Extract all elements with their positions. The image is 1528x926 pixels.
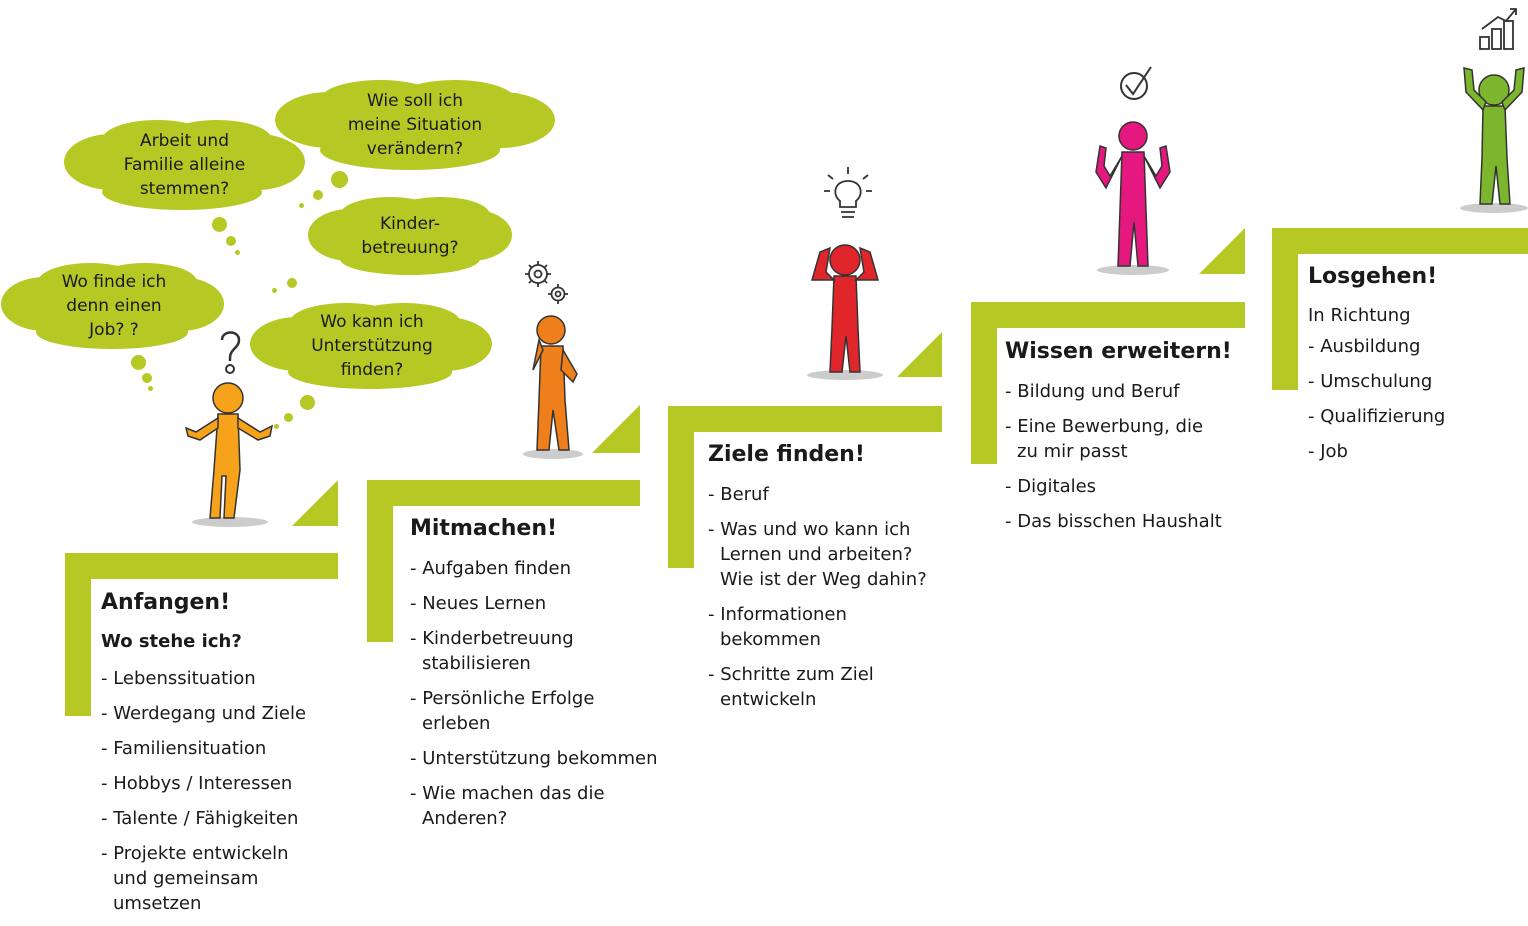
step-item-list: - Lebenssituation - Werdegang und Ziele - … — [101, 666, 341, 926]
step-bar — [367, 480, 640, 506]
step-item-list: - Aufgaben finden - Neues Lernen - Kinderb… — [410, 556, 685, 841]
step-item: - Was und wo kann ich Lernen und arbeite… — [708, 519, 927, 590]
step-title: Losgehen! — [1308, 264, 1438, 289]
thought-cloud: Wo kann ich Unterstützung finden? — [248, 302, 496, 390]
step-item: - Aufgaben finden — [410, 558, 572, 579]
step-title: Anfangen! — [101, 590, 231, 615]
step-item: - Schritte zum Ziel entwickeln — [708, 664, 874, 710]
step-item: - Das bisschen Haushalt — [1005, 511, 1222, 532]
bar-chart-icon — [1479, 8, 1517, 50]
step-item: - Umschulung — [1308, 371, 1433, 392]
thinking-figure — [523, 315, 583, 459]
cloud-text: Wo kann ich Unterstützung finden? — [311, 312, 433, 380]
step-bar — [1272, 228, 1528, 254]
step-arrow — [292, 480, 338, 526]
shrugging-figure — [184, 382, 274, 527]
step-bar — [668, 406, 694, 568]
gears-icon — [525, 261, 568, 304]
step-arrow — [592, 405, 640, 453]
checkmark-icon — [1120, 66, 1152, 100]
step-item: - Kinderbetreuung stabilisieren — [410, 628, 574, 674]
thought-cloud: Wie soll ich meine Situation verändern? — [270, 80, 560, 170]
step-item: - Projekte entwickeln und gemeinsam umse… — [101, 843, 289, 914]
step-item: - Ausbildung — [1308, 336, 1421, 357]
step-item: - Persönliche Erfolge erleben — [410, 688, 595, 734]
step-item: - Eine Bewerbung, die zu mir passt — [1005, 416, 1204, 462]
step-bar — [668, 406, 942, 432]
thumbs-up-figure — [1095, 121, 1171, 275]
lightbulb-icon — [824, 167, 872, 218]
step-item-list: - Beruf - Was und wo kann ich Lernen und … — [708, 482, 953, 722]
step-bar — [971, 302, 997, 464]
step-title: Wissen erweitern! — [1005, 339, 1232, 364]
step-item: - Unterstützung bekommen — [410, 748, 658, 769]
step-bar — [65, 553, 91, 716]
step-item: - Talente / Fähigkeiten — [101, 808, 299, 829]
step-arrow — [897, 332, 942, 377]
step-item: - Digitales — [1005, 476, 1097, 497]
step-title: Mitmachen! — [410, 516, 558, 541]
step-item: - Wie machen das die Anderen? — [410, 783, 605, 829]
step-item-list: - Bildung und Beruf - Eine Bewerbung, die… — [1005, 379, 1245, 544]
idea-figure — [807, 244, 883, 380]
step-item: - Familiensituation — [101, 738, 267, 759]
thought-cloud: Wo finde ich denn einen Job? ? — [0, 262, 228, 350]
thought-cloud: Arbeit und Familie alleine stemmen? — [62, 120, 307, 210]
step-item: - Hobbys / Interessen — [101, 773, 293, 794]
cloud-text: Arbeit und Familie alleine stemmen? — [123, 131, 246, 199]
step-item: - Qualifizierung — [1308, 406, 1446, 427]
cloud-text: Wie soll ich meine Situation verändern? — [347, 91, 483, 159]
cloud-text: Wo finde ich denn einen Job? ? — [61, 272, 167, 340]
step-title: Ziele finden! — [708, 442, 865, 467]
step-item: - Bildung und Beruf — [1005, 381, 1180, 402]
thought-cloud: Kinder- betreuung? — [305, 195, 515, 277]
step-bar — [367, 480, 393, 642]
step-arrow — [1199, 228, 1245, 274]
step-bar — [65, 553, 338, 579]
step-intro: In Richtung — [1308, 305, 1411, 326]
step-item: - Job — [1308, 441, 1348, 462]
step-item: - Informationen bekommen — [708, 604, 847, 650]
step-item: - Werdegang und Ziele — [101, 703, 307, 724]
step-item: - Neues Lernen — [410, 593, 547, 614]
cloud-text: Kinder- betreuung? — [361, 214, 459, 258]
step-bar — [1272, 228, 1298, 390]
step-item: - Beruf — [708, 484, 769, 505]
question-mark-icon — [220, 331, 241, 374]
step-item: - Lebenssituation — [101, 668, 256, 689]
step-bar — [971, 302, 1245, 328]
cheering-figure — [1460, 67, 1528, 213]
step-subtitle: Wo stehe ich? — [101, 631, 242, 652]
step-item-list: - Ausbildung - Umschulung - Qualifizierung… — [1308, 334, 1508, 474]
